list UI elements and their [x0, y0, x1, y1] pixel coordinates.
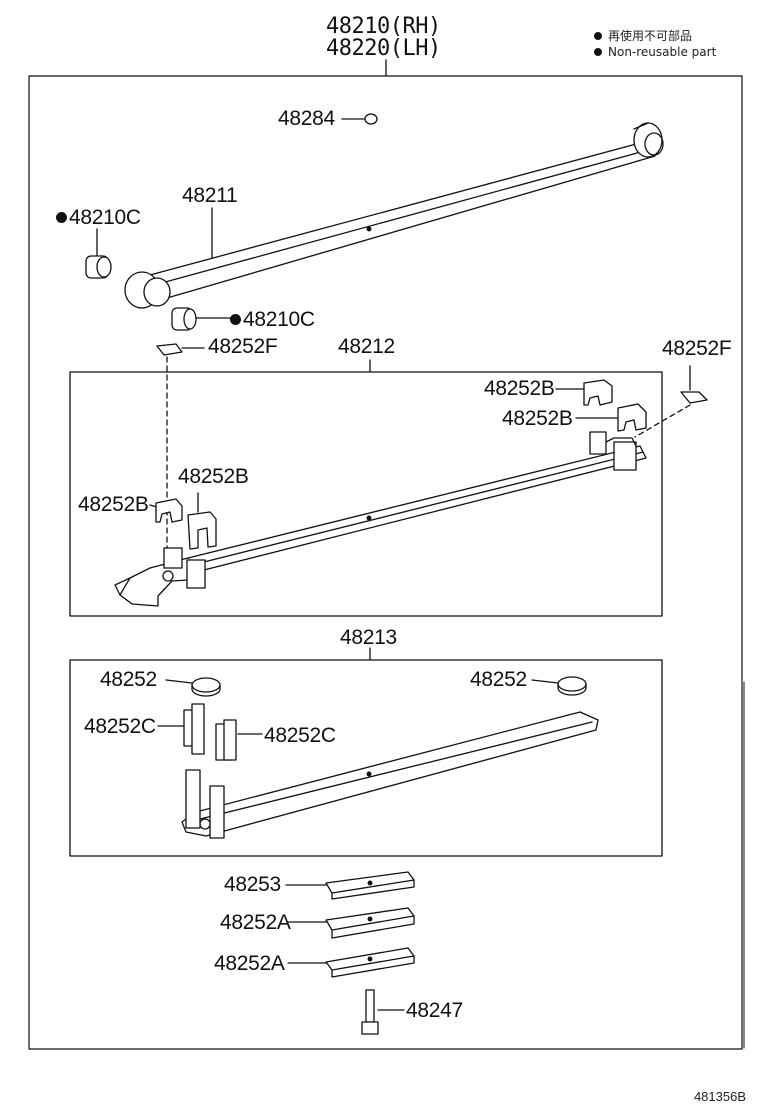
bushing-48284 [341, 113, 378, 125]
non-reusable-dot-icon [56, 212, 67, 223]
part-48252c-right: 48252C [264, 724, 336, 747]
cap-48252f-left [156, 343, 205, 561]
non-reusable-dot-icon [230, 314, 241, 325]
main-leaf-48211 [124, 122, 664, 309]
part-48247: 48247 [406, 999, 463, 1022]
part-48253: 48253 [224, 873, 281, 896]
non-reusable-dot-icon [594, 48, 602, 56]
legend-jp-text: 再使用不可部品 [608, 29, 693, 43]
spacer-48252c-right [215, 719, 263, 761]
part-48213: 48213 [340, 626, 397, 649]
pad-48252-left [165, 677, 221, 697]
part-48252b-left-upper: 48252B [178, 465, 249, 488]
spacer-48252c-left [157, 703, 205, 755]
part-48252b-right-lower: 48252B [502, 407, 573, 430]
part-48252-left: 48252 [100, 668, 157, 691]
clip-48252b-left-upper [187, 492, 217, 550]
part-48252a-2: 48252A [214, 952, 285, 975]
illustration-code: 481356B [693, 1089, 746, 1104]
leaf-48212 [114, 431, 647, 607]
part-48210c-left: 48210C [56, 207, 141, 228]
legend-en-text: Non-reusable part [608, 45, 717, 59]
leaf-48213 [181, 711, 599, 839]
leaf-box-48213 [69, 659, 663, 857]
part-48252b-right-upper: 48252B [484, 377, 555, 400]
part-48212: 48212 [338, 335, 395, 358]
assembly-number-rh: 48210(RH) [326, 14, 441, 39]
plate-48252a-1 [287, 907, 415, 939]
legend-jp: 再使用不可部品 [594, 30, 692, 42]
part-48252b-left-lower: 48252B [78, 493, 149, 516]
bushing-48210c-left [85, 228, 112, 279]
non-reusable-dot-icon [594, 32, 602, 40]
bolt-48247 [361, 989, 405, 1035]
part-48252f-right: 48252F [662, 337, 732, 360]
clip-48252b-right-lower [575, 403, 647, 432]
part-48211: 48211 [182, 184, 238, 207]
pad-48252-right [531, 676, 587, 696]
part-48252f-left: 48252F [208, 335, 278, 358]
part-48252c-left: 48252C [84, 715, 156, 738]
clip-48252b-right-upper [555, 379, 613, 406]
part-48210c-right-text: 48210C [243, 308, 315, 331]
part-48252-right: 48252 [470, 668, 527, 691]
plate-48252a-2 [287, 947, 415, 978]
part-48252a-1: 48252A [220, 911, 291, 934]
leaf-box-48212 [69, 371, 663, 617]
part-48210c-left-text: 48210C [69, 206, 141, 229]
part-48284: 48284 [278, 107, 335, 130]
clip-48252b-left-lower [149, 498, 183, 523]
plate-48253 [285, 871, 415, 900]
bushing-48210c-right [171, 307, 233, 331]
part-48210c-right: 48210C [230, 309, 315, 330]
assembly-number-lh: 48220(LH) [326, 36, 441, 61]
legend-en: Non-reusable part [594, 46, 716, 58]
